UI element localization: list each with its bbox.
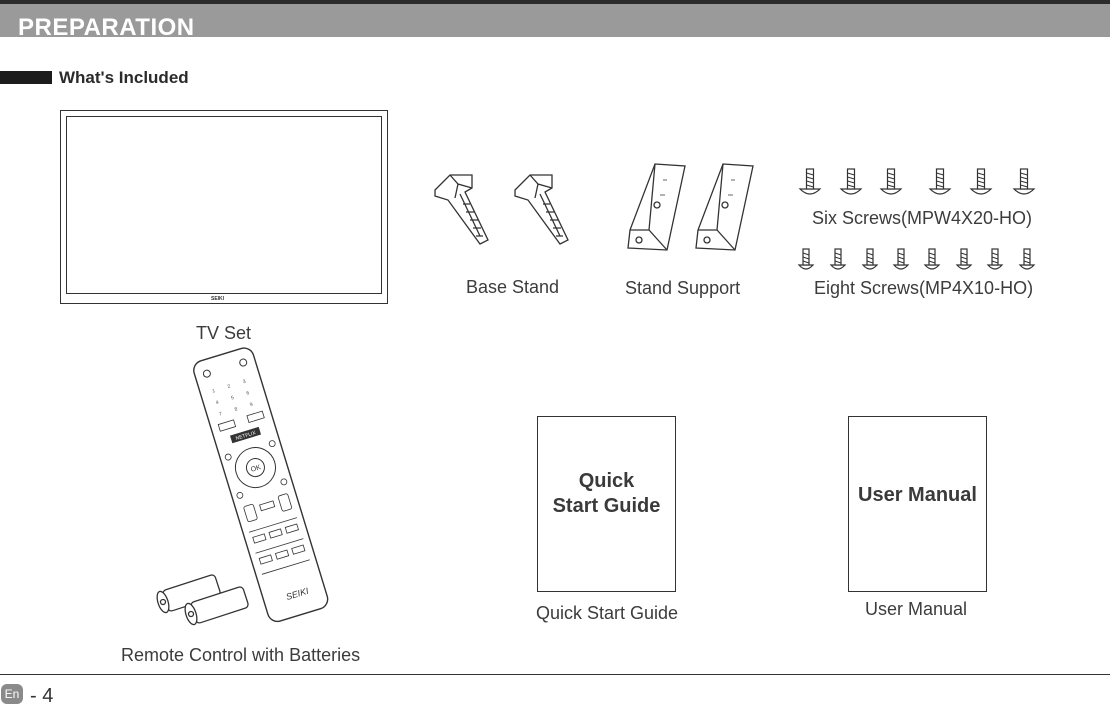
tv-logo: SEIKI [211,296,225,302]
svg-text:3: 3 [242,379,247,386]
user-manual-cover: User Manual [848,416,987,592]
eight-screws-caption: Eight Screws(MP4X10-HO) [814,278,1034,298]
svg-text:8: 8 [234,406,239,413]
remote-caption: Remote Control with Batteries [121,645,361,665]
six-screws-caption: Six Screws(MPW4X20-HO) [812,208,1033,228]
quick-start-guide-cover: Quick Start Guide [537,416,676,592]
subsection-marker [0,71,52,84]
footer-rule [0,674,1110,675]
tv-set-caption: TV Set [196,323,252,343]
eight-screws-illustration [798,248,1035,270]
ok-key-label: OK [250,464,262,474]
user-manual-caption: User Manual [865,599,968,619]
base-stand-caption: Base Stand [466,277,560,297]
six-screws-illustration [799,168,1035,195]
stand-support-left [627,163,686,251]
quick-start-cover-line1: Quick [578,470,635,492]
remote-control-illustration: 123 456 789 NETFLIX OK SEIKI [156,347,329,626]
screw-icon [1019,248,1035,270]
quick-start-cover-line2: Start Guide [552,495,661,517]
subsection-title: What's Included [59,68,189,87]
user-manual-cover-title: User Manual [858,484,977,506]
svg-text:2: 2 [227,383,232,390]
screw-icon [956,248,972,270]
base-stand-right [514,174,569,245]
screw-icon [929,168,951,195]
screw-icon [893,248,909,270]
screw-icon [840,168,862,195]
screw-icon [970,168,992,195]
page-title: PREPARATION [18,14,195,41]
batteries-illustration [156,574,249,626]
screw-icon [924,248,940,270]
screw-icon [862,248,878,270]
svg-text:6: 6 [246,390,251,397]
screw-icon [1013,168,1035,195]
base-stand-left [434,174,489,245]
language-badge: En [1,684,23,704]
section-header-bar: PREPARATION [0,4,1110,41]
stand-support-right [695,163,754,251]
tv-set-illustration: SEIKI [60,110,388,304]
screw-icon [798,248,814,270]
screw-icon [880,168,902,195]
svg-text:9: 9 [249,402,254,409]
svg-text:4: 4 [215,400,220,407]
tv-screen [66,116,382,294]
top-rule [0,0,1110,4]
stand-support-illustration [627,163,754,251]
screw-icon [830,248,846,270]
screw-icon [987,248,1003,270]
svg-text:1: 1 [212,388,217,395]
base-stand-illustration [434,174,569,245]
screw-icon [799,168,821,195]
svg-text:7: 7 [219,411,224,418]
netflix-key-label: NETFLIX [235,430,257,442]
stand-support-caption: Stand Support [625,278,741,298]
quick-start-caption: Quick Start Guide [536,603,679,623]
svg-text:5: 5 [230,395,235,402]
page-number: - 4 [30,685,54,707]
